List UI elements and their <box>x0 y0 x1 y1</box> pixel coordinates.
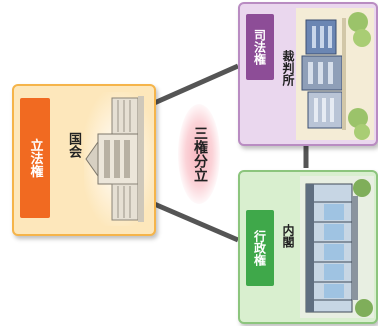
national-diet-building-icon <box>84 92 154 226</box>
legislative-title-strip: 立法権 <box>20 98 50 218</box>
legislative-card: 立法権 国会 <box>12 84 156 236</box>
court-building-icon <box>296 8 374 140</box>
connector-legislative-executive <box>152 203 238 240</box>
judicial-title-strip: 司法権 <box>246 14 274 80</box>
executive-title-strip: 行政権 <box>246 210 274 286</box>
cabinet-office-building-icon <box>300 176 374 318</box>
executive-body: 内閣 <box>280 224 297 248</box>
center-label: 三権分立 <box>190 126 210 182</box>
legislative-title: 立法権 <box>26 139 45 178</box>
judicial-card: 司法権 裁判所 <box>238 2 378 146</box>
judicial-title: 司法権 <box>252 29 269 65</box>
connector-legislative-judicial <box>152 66 238 104</box>
legislative-body: 国会 <box>64 132 83 158</box>
judicial-body: 裁判所 <box>280 50 297 86</box>
executive-title: 行政権 <box>252 230 269 266</box>
executive-card: 行政権 内閣 <box>238 170 378 324</box>
